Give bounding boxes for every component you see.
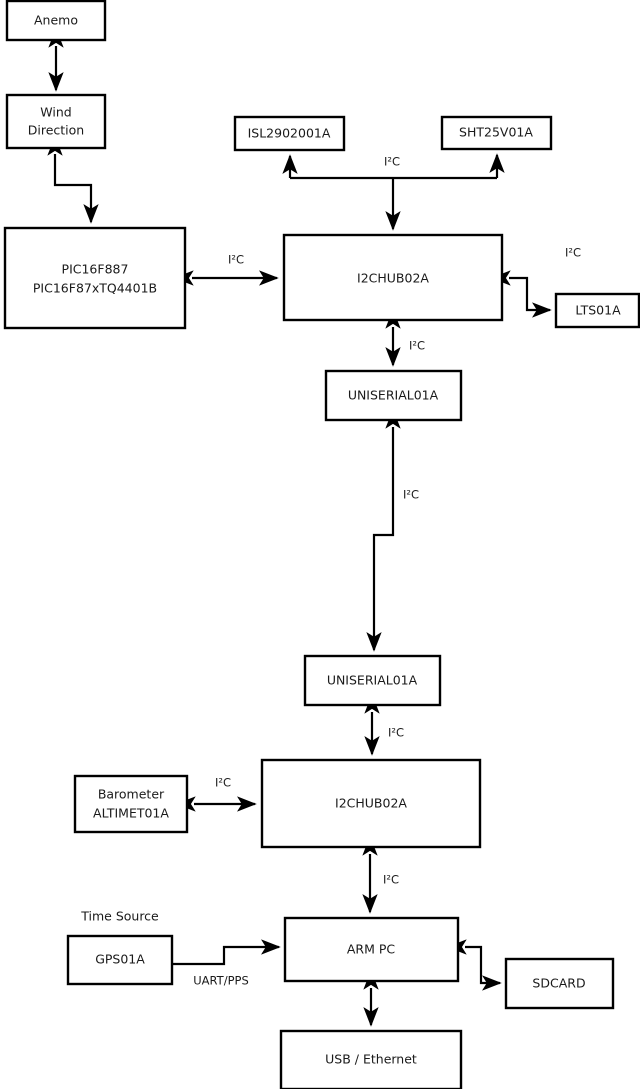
node-arm-pc[interactable]: ARM PC: [283, 916, 460, 983]
node-uniserial01a-upper[interactable]: UNISERIAL01A: [324, 369, 463, 422]
node-label-arm-pc: ARM PC: [347, 942, 396, 957]
node-label-wind-line1: Wind: [40, 105, 71, 120]
node-usb-ethernet[interactable]: USB / Ethernet: [279, 1029, 463, 1089]
edge-uniserial-uniserial-link: I²C: [366, 408, 419, 652]
node-box[interactable]: [282, 233, 504, 322]
node-isl2902001a[interactable]: ISL2902001A: [233, 115, 346, 152]
edge-label-gps-armpc: UART/PPS: [193, 974, 249, 988]
node-box[interactable]: [66, 934, 174, 986]
node-i2chub02a-top[interactable]: I2CHUB02A: [282, 233, 504, 322]
edge-gps-armpc: UART/PPS: [172, 939, 281, 988]
node-label-uniserial01a-lower: UNISERIAL01A: [327, 673, 418, 688]
edge-label-i2chub-uniserial: I²C: [409, 339, 425, 353]
node-label-gps01a: GPS01A: [95, 952, 145, 967]
node-i2chub02a-bottom[interactable]: I2CHUB02A: [260, 758, 482, 849]
edge-label-i2chub-armpc: I²C: [383, 873, 399, 887]
node-sdcard[interactable]: SDCARD: [504, 957, 615, 1010]
edge-i2chub-armpc: I²C: [362, 835, 399, 914]
edge-uniserial-i2chub-bottom: I²C: [364, 693, 404, 756]
node-label-barometer-line1: Barometer: [98, 787, 165, 802]
node-box[interactable]: [5, 93, 107, 150]
edge-i2chub-sensor-bus: I²C: [282, 153, 505, 231]
node-label-lts01a: LTS01A: [575, 303, 621, 318]
edge-pic-i2chub-top: I²C: [173, 253, 279, 286]
edge-i2chub-uniserial-upper: I²C: [385, 308, 425, 367]
label-time-source: Time Source: [80, 909, 159, 924]
node-pic-mcu[interactable]: PIC16F887 PIC16F87xTQ4401B: [3, 226, 187, 330]
edge-label-uniserial-i2chub: I²C: [388, 726, 404, 740]
node-label-pic-line1: PIC16F887: [62, 262, 129, 277]
node-label-uniserial01a-upper: UNISERIAL01A: [348, 388, 439, 403]
node-box[interactable]: [324, 369, 463, 422]
node-gps01a[interactable]: GPS01A: [66, 934, 174, 986]
node-box[interactable]: [283, 916, 460, 983]
edge-label-uniserial-link: I²C: [403, 488, 419, 502]
node-label-isl2902001a: ISL2902001A: [248, 126, 331, 141]
node-label-sdcard: SDCARD: [532, 976, 585, 991]
edge-line: [172, 939, 281, 966]
node-anemo[interactable]: Anemo: [5, 0, 107, 42]
node-label-wind-line2: Direction: [28, 123, 84, 138]
node-label-i2chub02a-top: I2CHUB02A: [357, 271, 429, 286]
node-box[interactable]: [279, 1029, 463, 1089]
edge-wind-direction-pic: [47, 135, 99, 224]
node-box[interactable]: [260, 758, 482, 849]
edge-line: [446, 939, 502, 991]
node-box[interactable]: [440, 115, 553, 151]
node-box[interactable]: [504, 957, 615, 1010]
node-box[interactable]: [3, 226, 187, 330]
node-box[interactable]: [554, 292, 640, 329]
edge-line: [490, 270, 552, 318]
edge-label-pic-i2chub: I²C: [228, 253, 244, 267]
node-label-barometer-line2: ALTIMET01A: [93, 806, 169, 821]
node-wind-direction[interactable]: Wind Direction: [5, 93, 107, 150]
edge-line: [47, 135, 99, 224]
edge-label-sensor-bus: I²C: [384, 155, 400, 169]
edge-armpc-sdcard: [446, 939, 502, 991]
node-uniserial01a-lower[interactable]: UNISERIAL01A: [303, 654, 442, 707]
node-label-usb-ethernet: USB / Ethernet: [325, 1052, 417, 1067]
node-label-pic-line2: PIC16F87xTQ4401B: [33, 281, 157, 296]
edge-i2chub-lts: I²C: [490, 246, 581, 318]
node-label-sht25v01a: SHT25V01A: [459, 125, 533, 140]
node-label-i2chub02a-bottom: I2CHUB02A: [335, 796, 407, 811]
node-barometer-altimet01a[interactable]: Barometer ALTIMET01A: [73, 774, 189, 834]
node-box[interactable]: [303, 654, 442, 707]
edge-label-barometer-i2chub: I²C: [215, 776, 231, 790]
node-box[interactable]: [5, 0, 107, 42]
edge-line: [366, 408, 401, 652]
node-sht25v01a[interactable]: SHT25V01A: [440, 115, 553, 151]
node-label-anemo: Anemo: [34, 13, 78, 28]
node-box[interactable]: [73, 774, 189, 834]
node-lts01a[interactable]: LTS01A: [554, 292, 640, 329]
node-box[interactable]: [233, 115, 346, 152]
edge-label-i2chub-lts: I²C: [565, 246, 581, 260]
edge-barometer-i2chub: I²C: [175, 776, 257, 812]
